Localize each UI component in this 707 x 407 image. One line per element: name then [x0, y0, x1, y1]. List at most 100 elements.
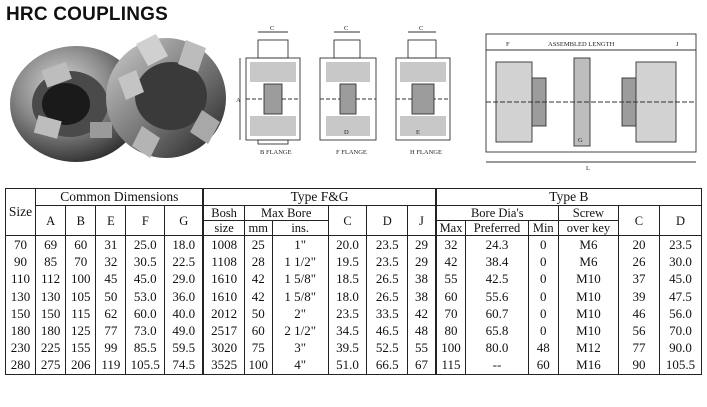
- table-cell: 50: [95, 287, 127, 305]
- header-max: Max: [434, 220, 467, 236]
- table-cell: 130: [35, 287, 67, 305]
- table-cell: 85: [35, 253, 67, 271]
- table-cell: 0: [527, 287, 559, 305]
- table-cell: 125: [65, 321, 97, 340]
- svg-text:L: L: [586, 165, 590, 172]
- table-cell: 49.0: [164, 321, 204, 340]
- h-flange-drawing: [395, 31, 451, 141]
- table-cell: 75: [243, 339, 273, 357]
- table-cell: 60: [434, 287, 467, 305]
- table-cell: 62: [95, 304, 127, 322]
- table-cell: 23.5: [658, 235, 703, 254]
- table-cell: 70: [434, 304, 467, 322]
- table-cell: 1 5/8": [271, 270, 329, 288]
- header-bore-dias: Bore Dia's: [434, 205, 559, 221]
- header-preferred: Preferred: [465, 220, 529, 236]
- header-j: J: [407, 205, 437, 236]
- table-cell: 42: [243, 287, 273, 305]
- table-cell: 47.5: [658, 287, 703, 305]
- table-cell: 23.5: [366, 235, 409, 254]
- table-cell: 225: [35, 339, 67, 357]
- table-cell: 25: [243, 235, 273, 254]
- table-cell: 29: [407, 253, 437, 271]
- page-title: HRC COUPLINGS: [6, 4, 168, 25]
- table-cell: 99: [95, 339, 127, 357]
- table-cell: 45: [95, 270, 127, 288]
- svg-text:F: F: [506, 41, 510, 48]
- table-cell: 26.5: [366, 270, 409, 288]
- table-cell: 34.5: [327, 321, 368, 340]
- table-cell: 3020: [202, 339, 245, 357]
- assembly-drawing: [485, 33, 697, 163]
- svg-text:J: J: [676, 41, 679, 48]
- table-cell: 0: [527, 270, 559, 288]
- table-cell: 46: [618, 304, 660, 322]
- table-cell: 36.0: [164, 287, 204, 305]
- svg-text:C: C: [419, 25, 423, 32]
- table-cell: 1108: [202, 253, 245, 271]
- table-cell: 100: [243, 356, 273, 375]
- table-cell: --: [465, 356, 529, 375]
- table-cell: 23.5: [366, 253, 409, 271]
- table-cell: 51.0: [327, 356, 368, 375]
- svg-text:G: G: [578, 137, 583, 144]
- header-max-bore: Max Bore: [243, 205, 329, 221]
- header-c-b: C: [618, 205, 660, 236]
- table-cell: 105.5: [658, 356, 703, 375]
- table-cell: 105: [65, 287, 97, 305]
- table-cell: 26: [618, 253, 660, 271]
- table-cell: 42: [434, 253, 467, 271]
- table-cell: 20: [618, 235, 660, 254]
- table-cell: 77: [618, 339, 660, 357]
- table-cell: 115: [65, 304, 97, 322]
- svg-text:D: D: [344, 129, 349, 136]
- table-cell: 56: [618, 321, 660, 340]
- table-cell: 73.0: [125, 321, 166, 340]
- table-cell: 3525: [202, 356, 245, 375]
- table-cell: 3": [271, 339, 329, 357]
- svg-text:C: C: [270, 25, 274, 32]
- header-b: B: [65, 205, 97, 236]
- table-cell: 70.0: [658, 321, 703, 340]
- table-cell: M10: [557, 287, 620, 305]
- table-cell: 2517: [202, 321, 245, 340]
- table-cell: 80.0: [465, 339, 529, 357]
- header-g: G: [164, 205, 204, 236]
- table-cell: 32: [95, 253, 127, 271]
- table-cell: 280: [4, 356, 37, 375]
- table-cell: M6: [557, 253, 620, 271]
- table-cell: 28: [243, 253, 273, 271]
- header-type-fg: Type F&G: [202, 188, 437, 206]
- table-cell: 110: [4, 270, 37, 288]
- table-cell: 74.5: [164, 356, 204, 375]
- b-flange-drawing: [239, 31, 301, 145]
- table-cell: 18.0: [327, 287, 368, 305]
- table-cell: M10: [557, 304, 620, 322]
- table-cell: 60: [243, 321, 273, 340]
- table-cell: 48: [527, 339, 559, 357]
- table-cell: 18.5: [327, 270, 368, 288]
- table-cell: 42: [407, 304, 437, 322]
- table-cell: 60: [527, 356, 559, 375]
- f-flange-drawing: [319, 31, 377, 141]
- header-ins: ins.: [271, 220, 329, 236]
- table-cell: 37: [618, 270, 660, 288]
- table-cell: 1 5/8": [271, 287, 329, 305]
- table-cell: 0: [527, 321, 559, 340]
- flange-drawings: B FLANGE F FLANGE H FLANGE ASSEMBLED LEN…: [236, 25, 697, 172]
- table-cell: 206: [65, 356, 97, 375]
- table-cell: 23.5: [327, 304, 368, 322]
- table-cell: 26.5: [366, 287, 409, 305]
- header-mm: mm: [243, 220, 273, 236]
- b-flange-label: B FLANGE: [260, 149, 292, 156]
- table-cell: 20.0: [327, 235, 368, 254]
- table-cell: 25.0: [125, 235, 166, 254]
- svg-text:C: C: [344, 25, 348, 32]
- table-cell: 38: [407, 287, 437, 305]
